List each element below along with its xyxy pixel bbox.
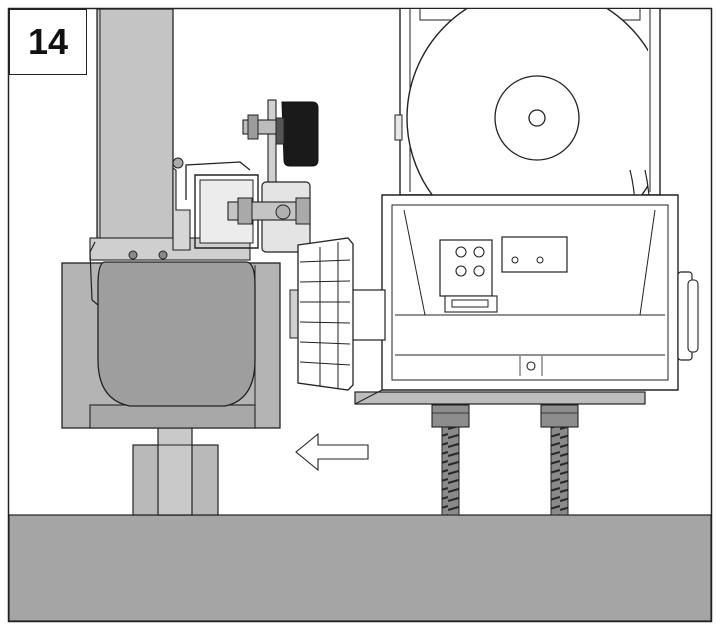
c-bracket bbox=[172, 157, 259, 251]
pinion-gear-icon bbox=[289, 237, 354, 391]
step-number: 14 bbox=[27, 21, 69, 62]
ground-base bbox=[8, 514, 712, 622]
left-arrow-icon bbox=[295, 432, 369, 472]
threaded-rod-right bbox=[540, 404, 579, 516]
guide-carriage bbox=[61, 261, 281, 429]
gate-post bbox=[89, 8, 251, 306]
threaded-rod-left bbox=[431, 404, 470, 516]
gear-motor-icon bbox=[354, 9, 699, 405]
adjustment-bracket bbox=[227, 99, 319, 253]
step-number-badge: 14 bbox=[9, 9, 87, 75]
black-knob bbox=[281, 101, 319, 167]
